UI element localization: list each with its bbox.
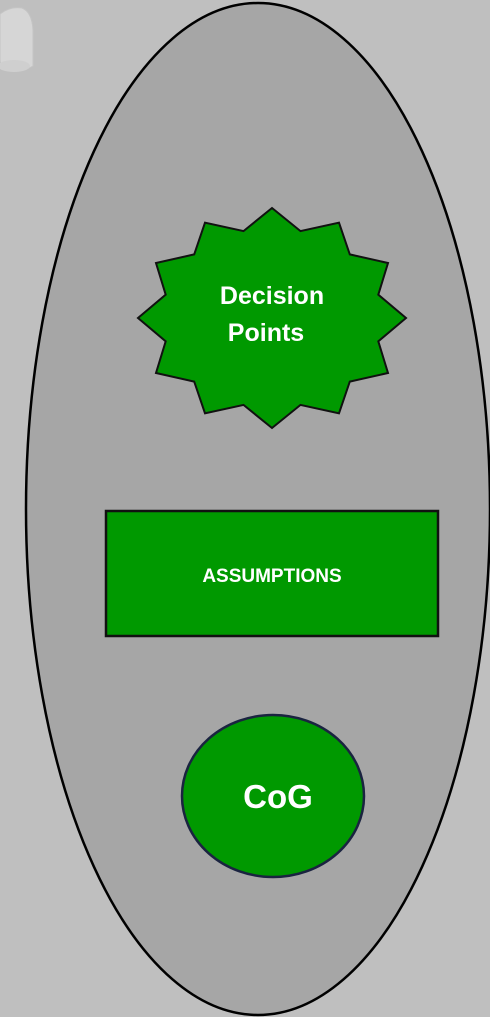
assumptions-box xyxy=(104,509,440,638)
decision-points-label-line2: Points xyxy=(228,319,304,347)
assumptions-shape: ASSUMPTIONS xyxy=(104,509,440,638)
assumptions-label: ASSUMPTIONS xyxy=(202,566,341,587)
decision-points-shape: Decision Points xyxy=(136,206,408,430)
cog-shape: CoG xyxy=(180,713,366,879)
container-ellipse xyxy=(24,1,490,1017)
cog-circle xyxy=(180,713,366,879)
cog-label: CoG xyxy=(243,778,313,815)
decision-points-starburst xyxy=(136,206,408,430)
corner-figure-icon xyxy=(0,7,34,72)
decision-points-label-line1: Decision xyxy=(220,282,324,310)
